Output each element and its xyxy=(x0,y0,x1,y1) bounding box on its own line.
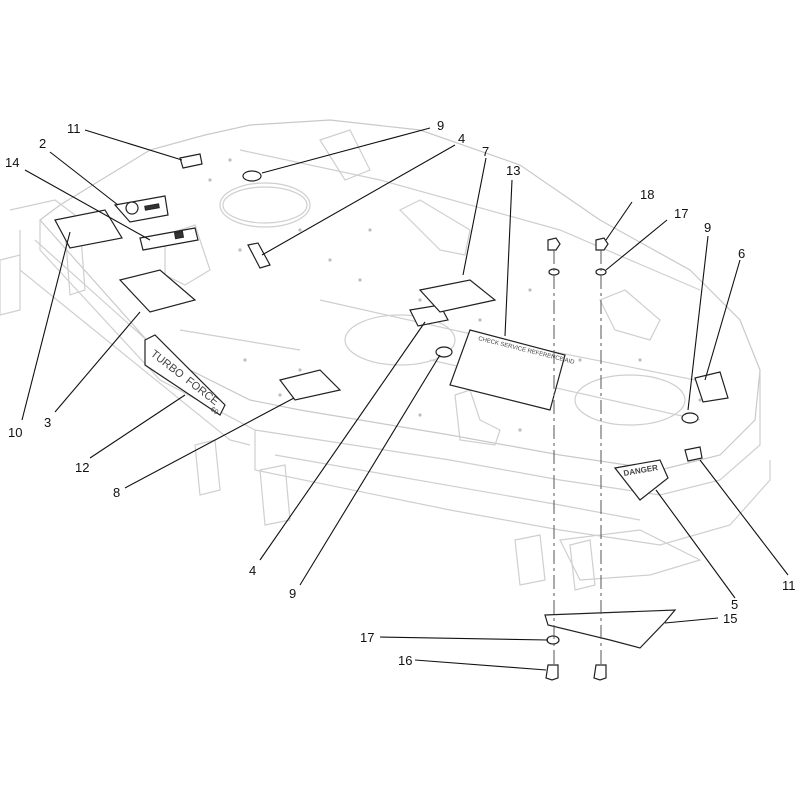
bolt-16-right xyxy=(593,664,607,681)
callout-12: 12 xyxy=(75,460,89,475)
leader-lines xyxy=(21,127,789,671)
decal-12-size-text: 60 xyxy=(209,406,220,416)
washer-17-lower-left xyxy=(546,635,560,645)
nut-18-left xyxy=(547,237,561,251)
callout-labels: 11 2 14 9 4 7 13 18 17 9 6 10 3 12 8 4 9… xyxy=(5,118,796,668)
bolt-16-left xyxy=(545,664,559,681)
callout-9-upper: 9 xyxy=(437,118,444,133)
callout-18: 18 xyxy=(640,187,654,202)
decal-13-service-panel xyxy=(449,329,566,411)
callout-7: 7 xyxy=(482,144,489,159)
callout-4-upper: 4 xyxy=(458,131,465,146)
callout-3: 3 xyxy=(44,415,51,430)
callout-2: 2 xyxy=(39,136,46,151)
callout-16: 16 xyxy=(398,653,412,668)
mower-deck-outline xyxy=(0,119,771,591)
callout-14: 14 xyxy=(5,155,19,170)
callout-11-upper: 11 xyxy=(67,121,81,136)
callout-6: 6 xyxy=(738,246,745,261)
callout-9-lower: 9 xyxy=(289,586,296,601)
callout-8: 8 xyxy=(113,485,120,500)
decal-parts: TURBO FORCE 60 CHECK SERVICE REFERENCE A… xyxy=(54,153,729,681)
callout-10: 10 xyxy=(8,425,22,440)
decal-2 xyxy=(113,195,169,223)
nut-18-right xyxy=(595,237,609,251)
callout-9-right: 9 xyxy=(704,220,711,235)
decal-7 xyxy=(418,279,497,313)
callout-11-lower: 11 xyxy=(782,578,796,593)
decal-14 xyxy=(139,227,199,251)
callout-15: 15 xyxy=(723,611,737,626)
decal-10 xyxy=(54,209,123,249)
decal-11-lower xyxy=(684,446,703,462)
callout-5: 5 xyxy=(731,597,738,612)
callout-13: 13 xyxy=(506,163,520,178)
callout-17-upper: 17 xyxy=(674,206,688,221)
decal-8 xyxy=(278,369,342,401)
decal-9-upper xyxy=(242,170,262,182)
decal-6 xyxy=(694,371,729,403)
part-15-plate xyxy=(544,609,677,649)
decal-11-upper xyxy=(179,153,203,169)
callout-4-lower: 4 xyxy=(249,563,256,578)
decal-3 xyxy=(118,269,197,313)
callout-17-lower: 17 xyxy=(360,630,374,645)
decal-4-upper xyxy=(247,242,271,269)
decal-9-right xyxy=(681,412,699,424)
decal-9-middle xyxy=(435,346,453,358)
decal-12-turbo-force xyxy=(144,334,226,416)
decal-5-danger xyxy=(613,459,669,501)
